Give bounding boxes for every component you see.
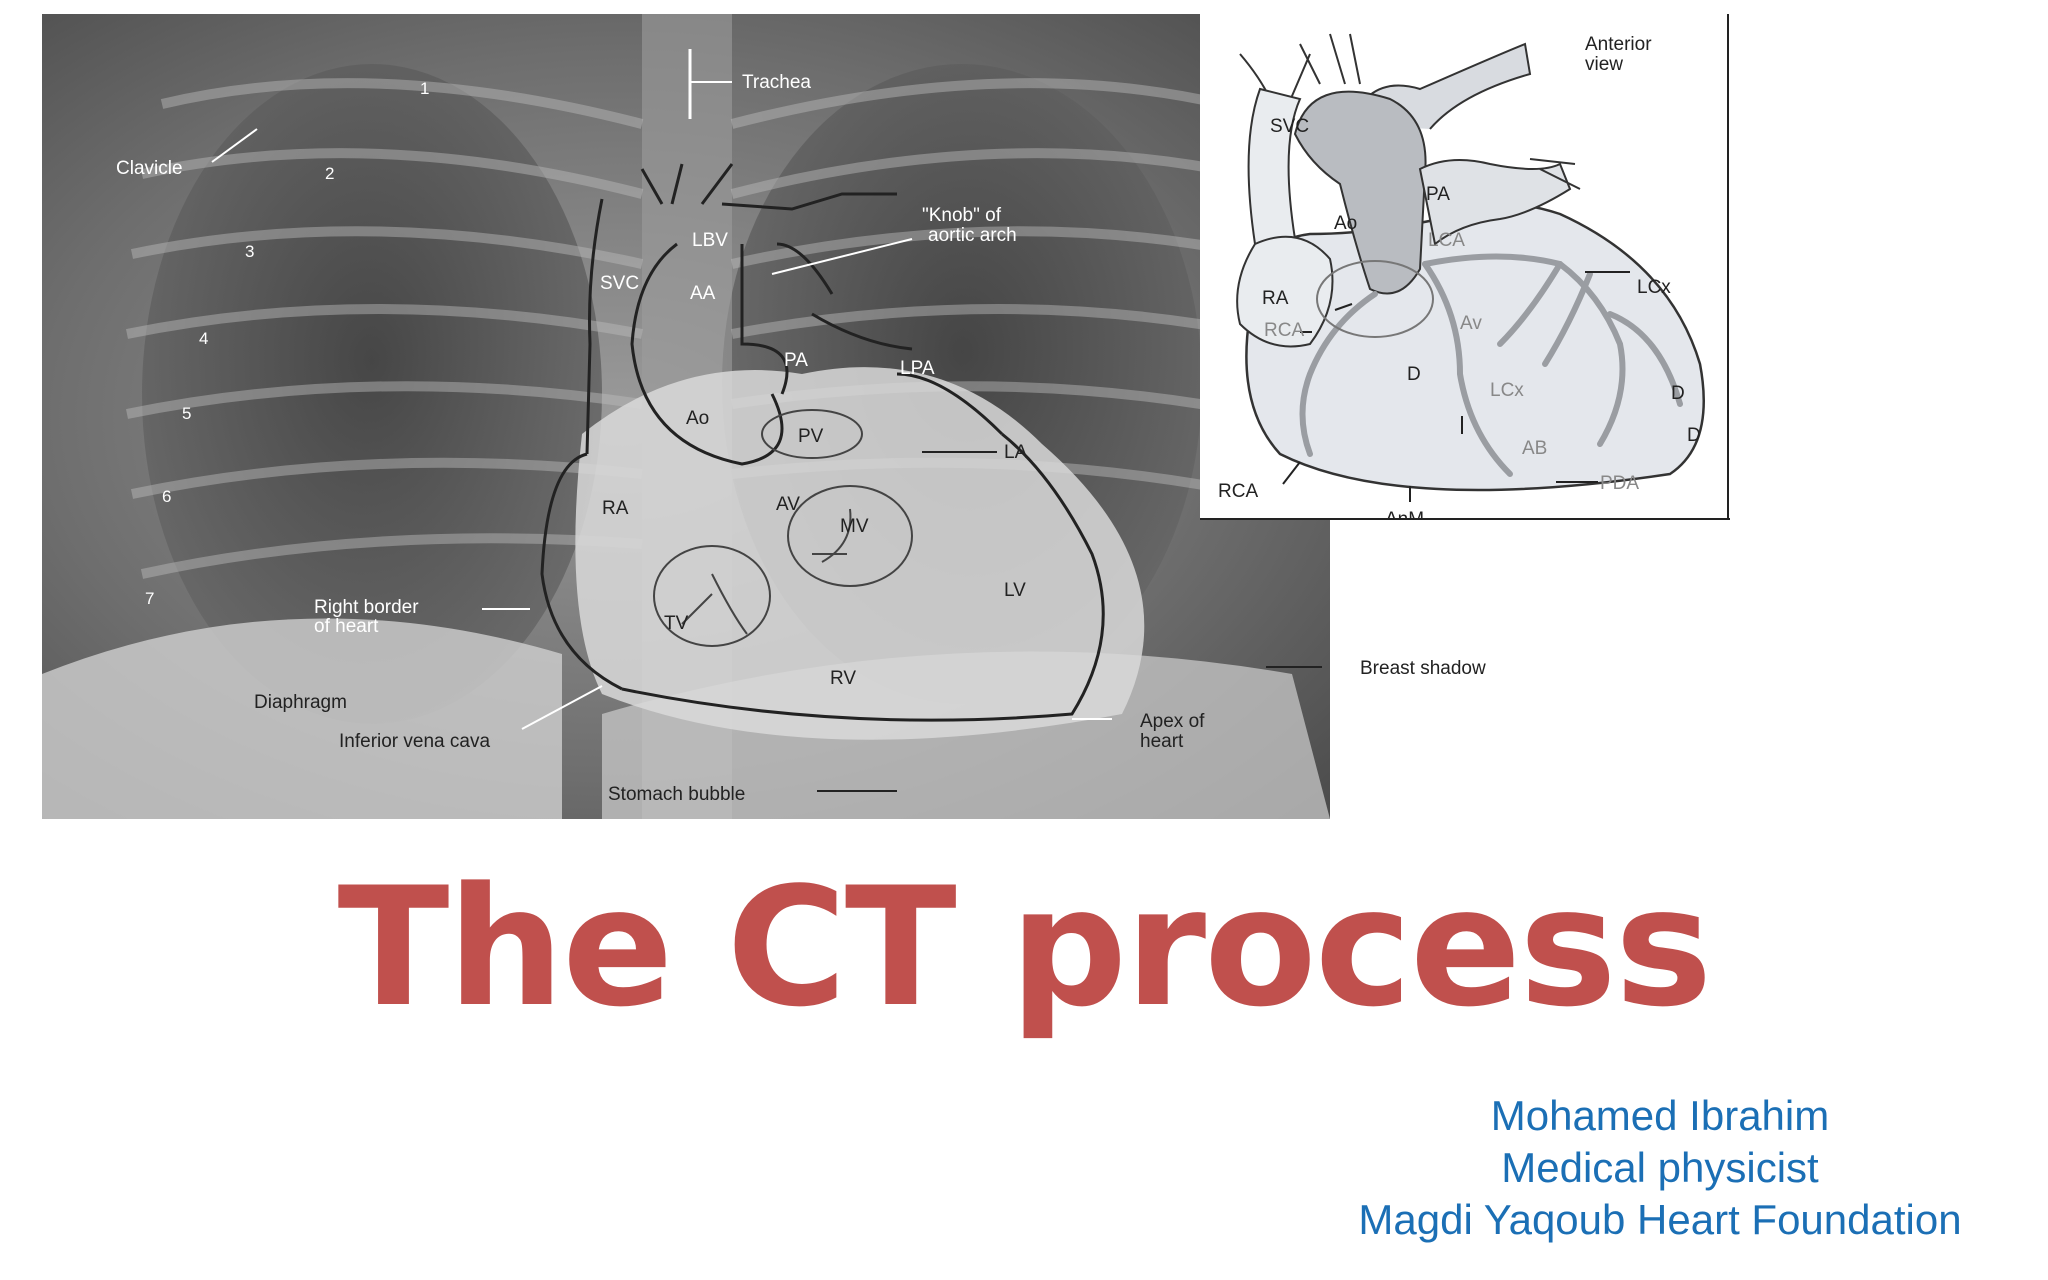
- inset-d2-label: D: [1671, 383, 1685, 404]
- apex-label-line1: Apex of: [1140, 711, 1205, 732]
- knob-label-line1: "Knob" of: [922, 205, 1002, 226]
- inset-svc-label: SVC: [1270, 116, 1309, 137]
- rib-number-2: 2: [325, 164, 334, 183]
- rib-number-6: 6: [162, 487, 171, 506]
- lbv-label: LBV: [692, 230, 728, 251]
- inset-pda-label: PDA: [1600, 473, 1639, 494]
- rib-number-4: 4: [199, 329, 208, 348]
- author-block: Mohamed Ibrahim Medical physicist Magdi …: [1300, 1090, 2020, 1246]
- inset-ab-label: AB: [1522, 438, 1547, 459]
- trachea-label: Trachea: [742, 72, 811, 93]
- lpa-label: LPA: [900, 358, 935, 379]
- rv-label: RV: [830, 668, 856, 689]
- mv-label: MV: [840, 516, 869, 537]
- ao-label: Ao: [686, 408, 709, 429]
- inset-anm-label: AnM: [1385, 509, 1424, 520]
- inset-d3-label: D: [1687, 425, 1701, 446]
- diaphragm-label: Diaphragm: [254, 692, 347, 713]
- inset-lcx-label: LCx: [1637, 277, 1671, 298]
- author-name: Mohamed Ibrahim: [1300, 1090, 2020, 1142]
- stomach-label: Stomach bubble: [608, 784, 745, 805]
- knob-label-line2: aortic arch: [928, 225, 1017, 246]
- lv-label: LV: [1004, 580, 1026, 601]
- inset-rca2-label: RCA: [1218, 481, 1258, 502]
- inset-lcx2-label: LCx: [1490, 380, 1524, 401]
- ivc-label: Inferior vena cava: [339, 731, 490, 752]
- inset-anterior-label-line1: Anterior: [1585, 34, 1652, 55]
- apex-label-line2: heart: [1140, 731, 1184, 752]
- inset-ra-label: RA: [1262, 288, 1289, 309]
- inset-rca-label: RCA: [1264, 320, 1304, 341]
- slide-title: The CT process: [0, 852, 2048, 1043]
- author-organization: Magdi Yaqoub Heart Foundation: [1300, 1194, 2020, 1246]
- right-border-label-line2: of heart: [314, 616, 379, 637]
- breast-shadow-label: Breast shadow: [1360, 658, 1486, 679]
- la-label: LA: [1004, 442, 1028, 463]
- ra-label: RA: [602, 498, 629, 519]
- author-role: Medical physicist: [1300, 1142, 2020, 1194]
- inset-pa-label: PA: [1426, 184, 1450, 205]
- inset-anterior-label-line2: view: [1585, 54, 1623, 75]
- inset-av-label: Av: [1460, 313, 1482, 334]
- clavicle-label: Clavicle: [116, 158, 183, 179]
- chest-xray-diagram: 1 2 3 4 5 6 7 Trachea Clavicle "Knob" of…: [42, 14, 1330, 819]
- pv-label: PV: [798, 426, 824, 447]
- inset-ao-label: Ao: [1334, 213, 1357, 234]
- pa-label: PA: [784, 350, 808, 371]
- rib-number-7: 7: [145, 589, 154, 608]
- anterior-heart-diagram: Anterior view SVC PA Ao RA LCx D D D RCA…: [1200, 14, 1730, 520]
- rib-number-3: 3: [245, 242, 254, 261]
- av-label: AV: [776, 494, 800, 515]
- rib-number-5: 5: [182, 404, 191, 423]
- right-border-label-line1: Right border: [314, 597, 419, 618]
- inset-d-label: D: [1407, 364, 1421, 385]
- aa-label: AA: [690, 283, 716, 304]
- inset-lca-label: LCA: [1428, 230, 1465, 251]
- breast-shadow-annotation: Breast shadow: [1260, 648, 1560, 688]
- svc-label: SVC: [600, 273, 639, 294]
- tv-label: TV: [664, 613, 689, 634]
- rib-number-1: 1: [420, 79, 429, 98]
